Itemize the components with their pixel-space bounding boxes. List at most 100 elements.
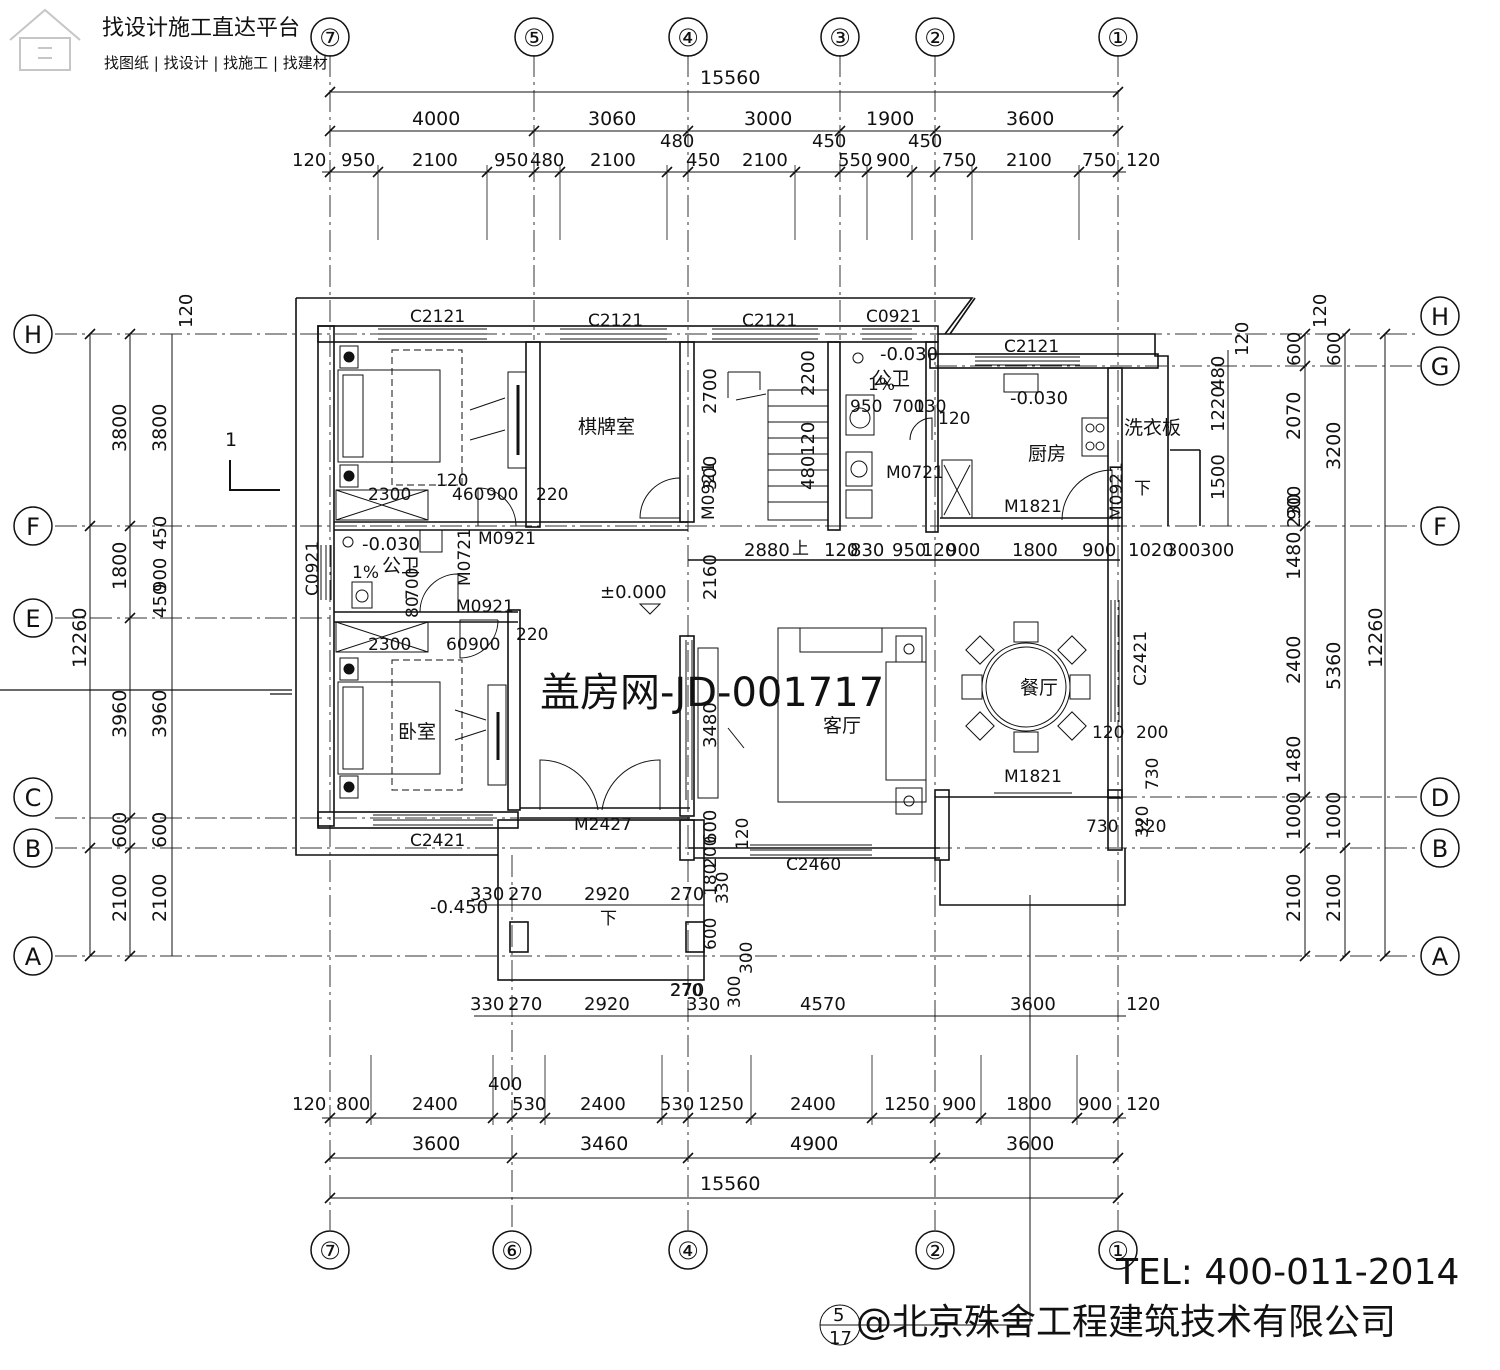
room-kitchen: 厨房 <box>1028 443 1066 465</box>
door-m2427: M2427 <box>574 815 632 835</box>
axis-top-5: ⑤ <box>523 24 545 52</box>
room-bedroom: 卧室 <box>398 721 436 743</box>
axis-right-A: A <box>1432 943 1449 971</box>
svg-text:600: 600 <box>701 918 721 950</box>
svg-text:900: 900 <box>942 1094 976 1115</box>
svg-text:2100: 2100 <box>149 874 171 922</box>
dim-left-120: 120 <box>176 294 197 328</box>
slope-left: 1% <box>352 563 379 583</box>
svg-text:2100: 2100 <box>742 150 788 171</box>
svg-text:4570: 4570 <box>800 994 846 1015</box>
svg-text:730: 730 <box>1143 758 1163 790</box>
footer-company: @北京殊舍工程建筑技术有限公司 <box>856 1302 1396 1343</box>
svg-text:120: 120 <box>1092 723 1124 743</box>
svg-text:450: 450 <box>812 131 846 152</box>
svg-text:2400: 2400 <box>580 1094 626 1115</box>
axis-top-4: ④ <box>677 24 699 52</box>
svg-text:120: 120 <box>1232 322 1253 356</box>
axis-top-7: ⑦ <box>319 24 341 52</box>
dim-right-small: 120 480 1220 1500 230 <box>1208 322 1305 528</box>
axis-labels: ⑦ ⑤ ④ ③ ② ① ⑦ ⑥ ④ ② ① H F E C B A H G F … <box>24 24 1449 1265</box>
axis-right-H: H <box>1431 303 1449 331</box>
dimension-lines <box>89 91 1386 1199</box>
svg-text:2100: 2100 <box>1323 874 1345 922</box>
svg-text:300: 300 <box>737 942 757 974</box>
staircase <box>727 371 829 521</box>
svg-text:3200: 3200 <box>1323 422 1345 470</box>
window-c2421-1: C2421 <box>1131 631 1151 686</box>
svg-text:130: 130 <box>914 397 946 417</box>
extension-lines <box>370 165 1080 1125</box>
axis-bottom-6: ⑥ <box>501 1237 523 1265</box>
svg-text:900: 900 <box>876 150 910 171</box>
svg-text:2100: 2100 <box>109 874 131 922</box>
svg-text:2100: 2100 <box>1006 150 1052 171</box>
svg-text:3000: 3000 <box>744 108 792 130</box>
axis-left-F: F <box>26 513 40 541</box>
door-m1821-1: M1821 <box>1004 497 1062 517</box>
window-c0921-2: C0921 <box>303 541 323 596</box>
detail-sheet: 17 <box>829 1328 852 1349</box>
svg-text:220: 220 <box>536 485 568 505</box>
axis-bottom-4: ④ <box>677 1237 699 1265</box>
svg-text:950: 950 <box>850 397 882 417</box>
dimension-ticks <box>84 86 1391 1204</box>
room-dining: 餐厅 <box>1020 677 1058 699</box>
svg-text:3800: 3800 <box>109 404 131 452</box>
walls <box>295 297 1201 981</box>
svg-text:480: 480 <box>798 456 819 490</box>
axis-left-B: B <box>25 835 41 863</box>
window-c2121-4: C2121 <box>1004 337 1059 357</box>
door-m0721-1: M0721 <box>886 463 944 483</box>
svg-text:900: 900 <box>1082 540 1116 561</box>
level-ground-marker <box>638 603 662 615</box>
svg-text:2100: 2100 <box>412 150 458 171</box>
room-chess: 棋牌室 <box>578 416 635 438</box>
svg-text:950: 950 <box>892 540 926 561</box>
svg-text:270: 270 <box>508 884 542 905</box>
svg-text:320: 320 <box>1133 806 1153 838</box>
svg-text:270: 270 <box>670 981 702 1001</box>
svg-text:1480: 1480 <box>1283 736 1305 784</box>
svg-text:60: 60 <box>446 635 468 655</box>
svg-text:3060: 3060 <box>588 108 636 130</box>
svg-text:4000: 4000 <box>412 108 460 130</box>
svg-text:300: 300 <box>1166 540 1200 561</box>
svg-text:2920: 2920 <box>584 994 630 1015</box>
svg-text:2200: 2200 <box>798 350 819 396</box>
svg-text:230: 230 <box>1284 494 1305 528</box>
room-living: 客厅 <box>823 715 861 737</box>
svg-text:3960: 3960 <box>149 690 171 738</box>
level-toilet-left: -0.030 <box>362 534 420 555</box>
svg-text:530: 530 <box>512 1094 546 1115</box>
laundry-down: 下 <box>1134 479 1151 499</box>
living-furniture <box>697 627 927 815</box>
svg-text:550: 550 <box>838 150 872 171</box>
svg-text:530: 530 <box>660 1094 694 1115</box>
svg-text:4900: 4900 <box>790 1133 838 1155</box>
svg-text:2070: 2070 <box>1283 392 1305 440</box>
svg-text:330: 330 <box>470 994 504 1015</box>
svg-text:700: 700 <box>403 568 423 600</box>
svg-text:120: 120 <box>938 409 970 429</box>
level-toilet-top: -0.030 <box>880 344 938 365</box>
svg-text:120: 120 <box>798 422 819 456</box>
axis-left-C: C <box>25 784 42 812</box>
svg-text:800: 800 <box>336 1094 370 1115</box>
svg-text:1020: 1020 <box>1128 540 1174 561</box>
dim-left-outer: 3800 1800 12260 3960 600 2100 <box>69 404 131 922</box>
axis-left-A: A <box>25 943 42 971</box>
svg-text:900: 900 <box>946 540 980 561</box>
svg-text:750: 750 <box>1082 150 1116 171</box>
dim-top-detail: 120 950 2100 950 480 2100 480 450 2100 4… <box>292 131 1160 171</box>
svg-text:120: 120 <box>733 818 753 850</box>
svg-text:1500: 1500 <box>1208 454 1229 500</box>
svg-text:270: 270 <box>508 994 542 1015</box>
svg-text:3600: 3600 <box>1010 994 1056 1015</box>
svg-text:600: 600 <box>1284 332 1305 366</box>
svg-text:3960: 3960 <box>109 690 131 738</box>
svg-text:1000: 1000 <box>1323 792 1345 840</box>
svg-text:460: 460 <box>452 485 484 505</box>
svg-text:480: 480 <box>660 131 694 152</box>
axis-bubbles <box>13 17 1460 1270</box>
